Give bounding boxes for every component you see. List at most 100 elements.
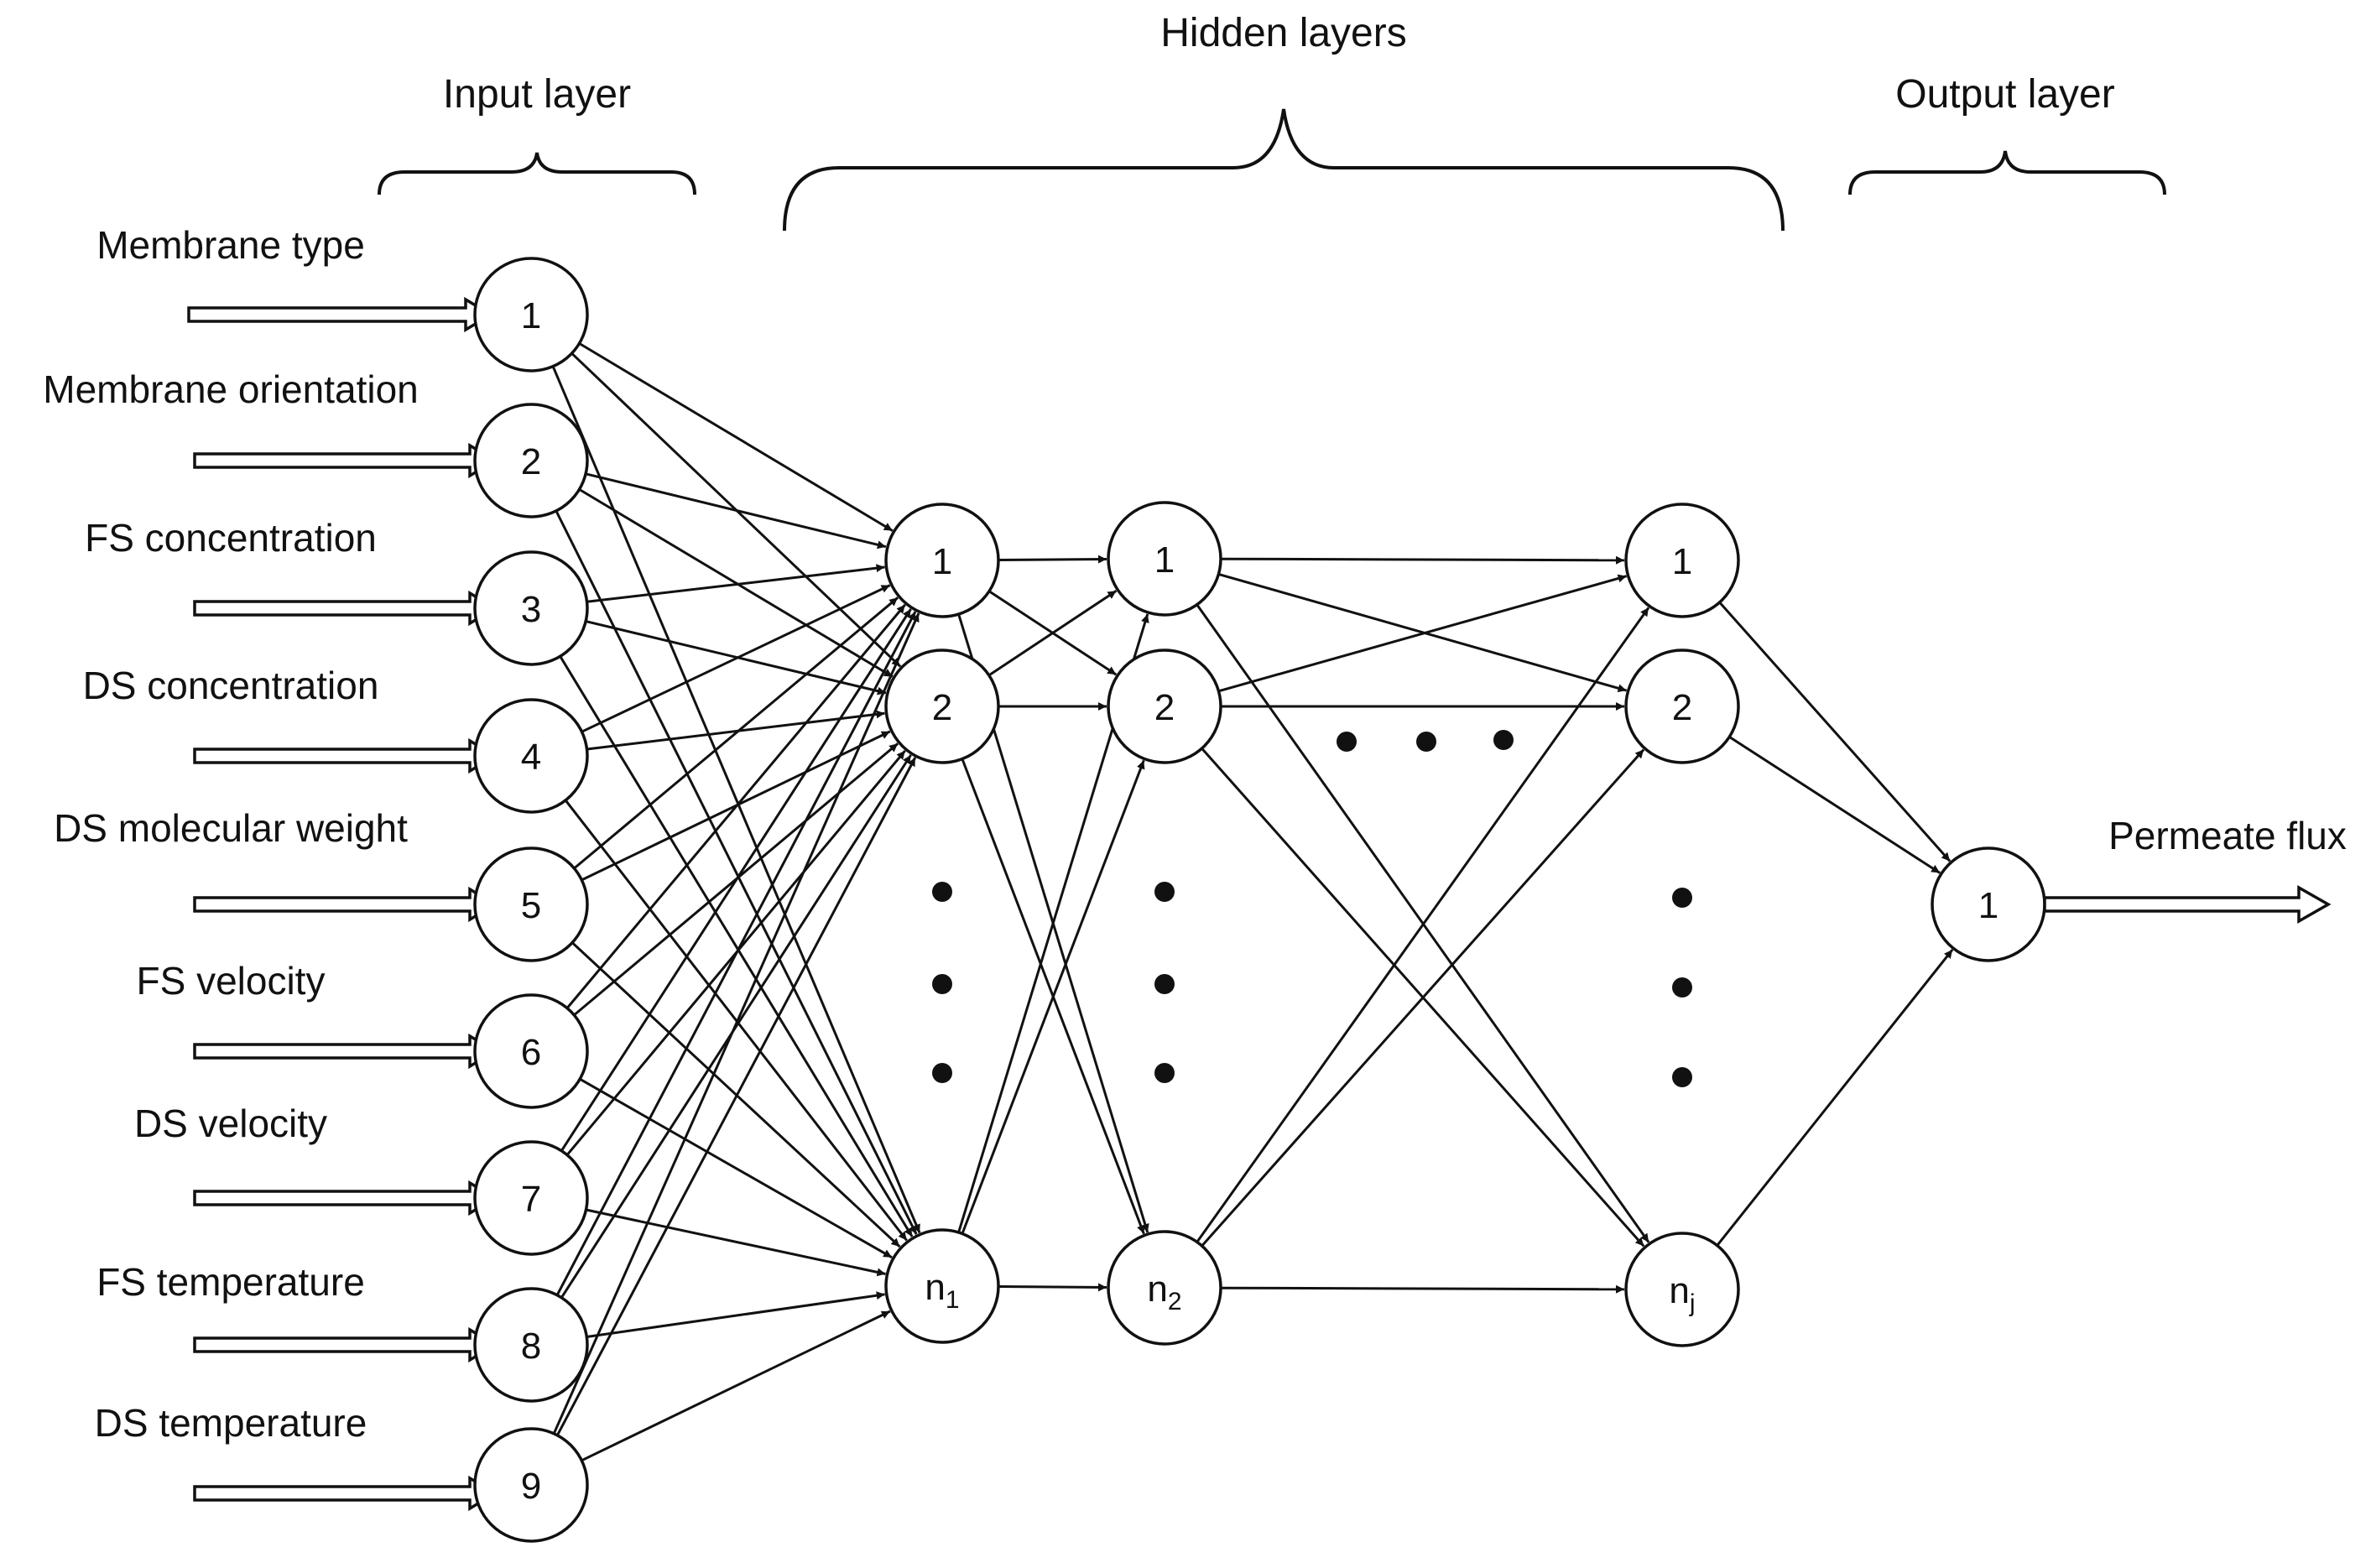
hidden-node	[1624, 503, 1740, 618]
input-label-fs-velocity: FS velocity	[137, 959, 326, 1003]
connection-arrow	[1728, 736, 1941, 874]
node-label-base: n	[925, 1267, 945, 1308]
connection-arrow	[987, 589, 1118, 677]
connection-arrow	[1220, 555, 1625, 565]
connection-arrow	[564, 799, 908, 1242]
connections	[551, 342, 1954, 1462]
hidden-node-last	[1624, 1232, 1740, 1347]
ellipsis-dot	[1154, 882, 1175, 902]
input-arrow	[193, 737, 498, 774]
hidden-node-last-label: n2	[1147, 1268, 1181, 1315]
hidden-layers-brace	[783, 108, 1785, 232]
connection-arrow	[573, 596, 899, 870]
input-node	[473, 993, 589, 1109]
input-node-number: 9	[521, 1466, 541, 1507]
output-arrow	[2043, 884, 2332, 925]
input-label-ds-temperature: DS temperature	[95, 1401, 367, 1445]
input-row: FS velocity 6	[137, 959, 589, 1109]
input-layer-brace	[378, 152, 696, 195]
hidden-node-number: 2	[1672, 687, 1692, 728]
connection-arrow	[555, 757, 917, 1436]
input-node	[473, 1140, 589, 1256]
input-node-number: 6	[521, 1032, 541, 1073]
connection-arrow	[1196, 607, 1650, 1243]
input-label-ds-velocity: DS velocity	[134, 1102, 327, 1145]
hidden-node-number: 2	[1154, 687, 1175, 728]
input-row: DS molecular weight 5	[54, 806, 589, 962]
connection-arrow	[586, 564, 885, 603]
connection-arrow	[581, 1310, 891, 1462]
input-row: Membrane type 1	[96, 223, 589, 372]
hidden-node-last	[1107, 1230, 1222, 1346]
input-label-fs-temperature: FS temperature	[96, 1260, 365, 1304]
connection-arrow	[555, 611, 917, 1296]
hidden-node-last-label: n1	[925, 1267, 959, 1314]
input-node-number: 3	[521, 589, 541, 630]
hidden-node-last	[884, 1228, 1000, 1344]
output-layer: 1 Permeate flux	[1931, 814, 2347, 962]
node-label-base: n	[1669, 1270, 1689, 1311]
input-row: FS concentration 3	[85, 516, 589, 666]
connection-arrow	[961, 759, 1145, 1234]
connection-arrow	[1201, 748, 1645, 1247]
input-node	[473, 403, 589, 518]
node-label-subscript: j	[1689, 1289, 1696, 1317]
hidden-node	[884, 503, 1000, 618]
input-node-number: 2	[521, 441, 541, 482]
input-layer-title: Input layer	[443, 72, 631, 117]
ellipsis-dot	[1416, 732, 1436, 752]
input-arrow	[187, 296, 494, 333]
connection-arrow	[1716, 949, 1954, 1247]
hidden-layers-title: Hidden layers	[1160, 11, 1406, 55]
input-row: Membrane orientation 2	[43, 367, 589, 518]
ellipsis-dot	[1493, 730, 1514, 750]
input-label-ds-concentration: DS concentration	[83, 664, 379, 707]
input-node-number: 8	[521, 1326, 541, 1367]
input-arrow	[193, 1180, 498, 1216]
hidden-node	[884, 649, 1000, 764]
connection-arrow	[1220, 1284, 1625, 1294]
layer-ellipsis	[1337, 730, 1514, 752]
input-row: DS velocity 7	[134, 1102, 589, 1256]
connection-arrow	[559, 655, 914, 1237]
connection-arrow	[552, 612, 920, 1435]
input-node-number: 1	[521, 295, 541, 336]
connection-arrow	[555, 510, 918, 1235]
hidden-node-number: 1	[1154, 539, 1175, 581]
input-node	[473, 550, 589, 666]
connection-arrow	[1218, 574, 1628, 693]
input-node	[473, 1427, 589, 1543]
input-label-membrane-orientation: Membrane orientation	[43, 367, 418, 411]
connection-arrow	[1718, 602, 1952, 862]
input-arrow	[193, 590, 498, 627]
node-label-subscript: 2	[1168, 1288, 1182, 1315]
hidden-node-number: 2	[932, 687, 952, 728]
ellipsis-dot	[932, 882, 952, 902]
connection-arrow	[560, 608, 912, 1152]
connection-arrow	[586, 1208, 886, 1277]
input-node-number: 7	[521, 1179, 541, 1220]
input-layer: Membrane type 1 Membrane orientation 2 F…	[43, 223, 589, 1543]
ellipsis-dot	[1154, 974, 1175, 994]
input-node	[473, 847, 589, 962]
connection-arrow	[578, 488, 894, 678]
connection-arrow	[585, 472, 887, 550]
ellipsis-dot	[1337, 732, 1357, 752]
node-label-base: n	[1147, 1268, 1167, 1310]
input-node-number: 5	[521, 885, 541, 926]
hidden-layer-2: 1 2 n2	[1107, 501, 1222, 1346]
input-row: FS temperature 8	[96, 1260, 589, 1403]
input-label-fs-concentration: FS concentration	[85, 516, 377, 560]
input-arrow	[193, 1326, 498, 1363]
hidden-node-number: 1	[1672, 541, 1692, 582]
input-row: DS concentration 4	[83, 664, 589, 814]
output-label: Permeate flux	[2108, 814, 2347, 857]
ellipsis-dot	[1672, 1067, 1692, 1087]
input-node-number: 4	[521, 737, 541, 778]
hidden-node	[1624, 649, 1740, 764]
input-arrow	[193, 886, 498, 923]
input-node	[473, 698, 589, 814]
input-arrow	[193, 442, 498, 479]
hidden-node	[1107, 649, 1222, 764]
